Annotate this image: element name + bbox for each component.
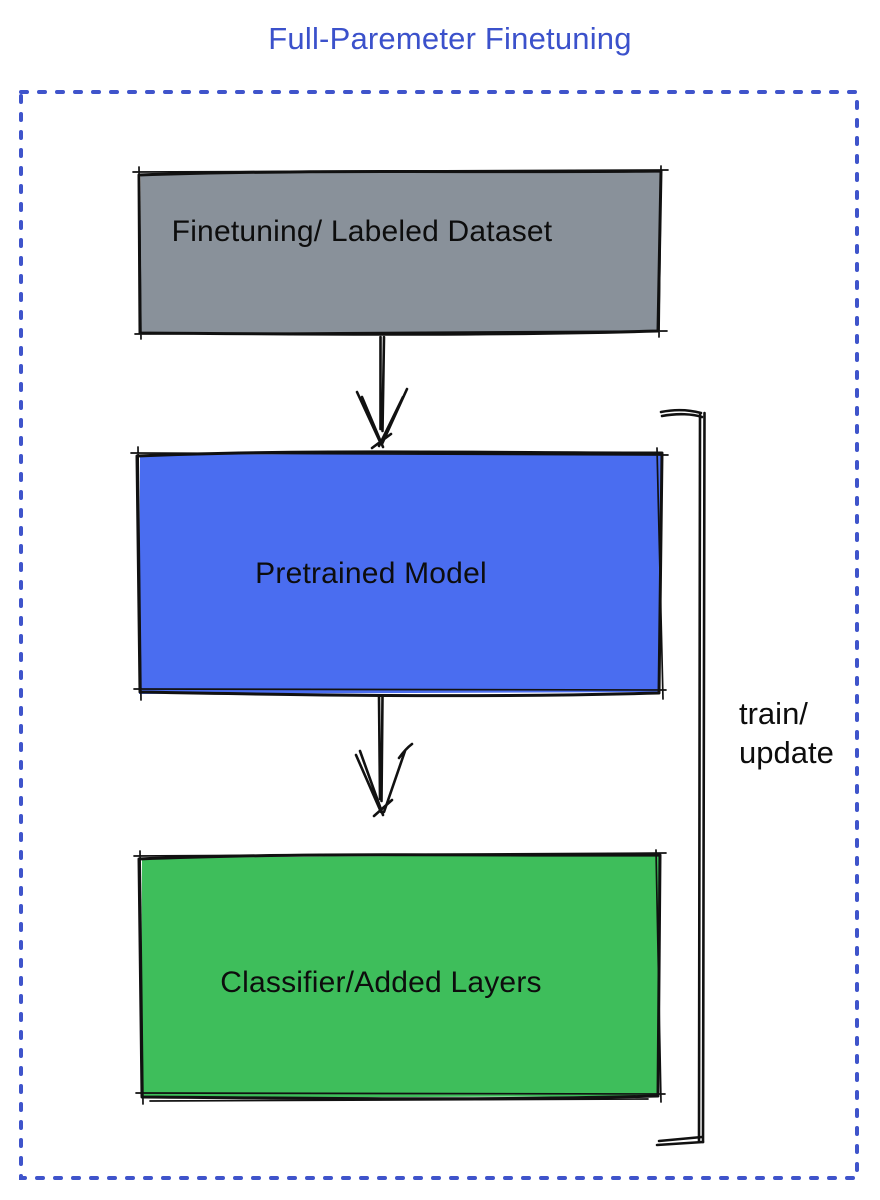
- node-pretrained-model: [130, 446, 669, 701]
- train-update-label: train/ update: [739, 696, 834, 770]
- dotted-frame: [19, 90, 859, 1180]
- node-pretrained-model-sketch: [130, 446, 669, 701]
- node-classifier-added-layers-sketch: [133, 849, 667, 1105]
- train-update-bracket: [655, 408, 706, 1147]
- node-finetuning-dataset: [132, 165, 669, 340]
- arrow-down-icon-1: [355, 335, 409, 450]
- node-classifier-added-layers: [133, 849, 667, 1105]
- node-classifier-added-layers-fill: [141, 854, 659, 1098]
- node-pretrained-model-border: [135, 450, 664, 698]
- node-finetuning-dataset-label: Finetuning/ Labeled Dataset: [171, 215, 553, 248]
- diagram-title: Full-Paremeter Finetuning: [268, 21, 632, 56]
- node-finetuning-dataset-fill: [140, 171, 660, 333]
- node-finetuning-dataset-sketch: [132, 165, 669, 340]
- node-classifier-added-layers-label: Classifier/Added Layers: [220, 966, 542, 999]
- arrow-down-icon-2: [354, 695, 414, 818]
- node-pretrained-model-label: Pretrained Model: [255, 557, 487, 590]
- node-pretrained-model-fill: [139, 452, 661, 694]
